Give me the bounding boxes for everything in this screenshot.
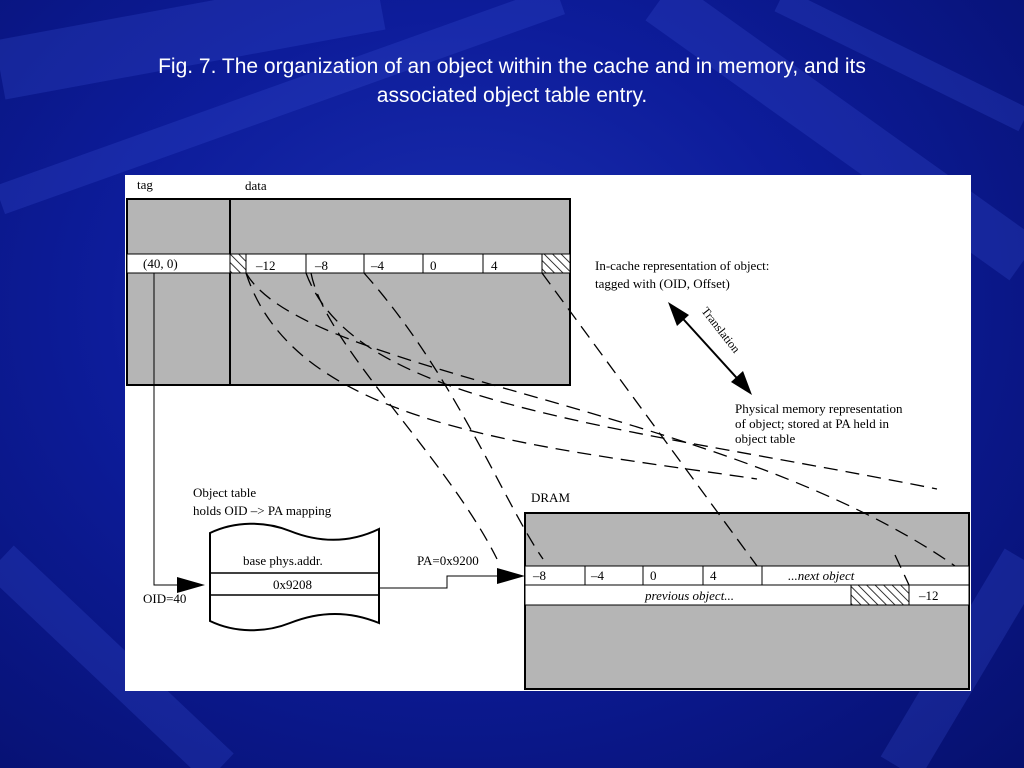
slide-title-line-1: Fig. 7. The organization of an object wi… <box>158 55 866 78</box>
cache-offset-4: 4 <box>491 258 498 273</box>
dram-offset-minus8: –8 <box>532 568 546 583</box>
dram-offset-0: 0 <box>650 568 657 583</box>
pa-arrow <box>379 568 525 589</box>
oid-label: OID=40 <box>143 591 186 606</box>
diagram-canvas: tag data (40, 0) –12 –8 –4 0 4 In-ca <box>126 177 970 690</box>
dram-label: DRAM <box>531 490 570 505</box>
in-cache-label-line-1: In-cache representation of object: <box>595 258 769 273</box>
physical-label-line-3: object table <box>735 431 796 446</box>
slide-title-line-2: associated object table entry. <box>376 84 648 107</box>
cache-tag-header: tag <box>137 177 153 192</box>
oid-arrow <box>153 273 205 593</box>
pa-label: PA=0x9200 <box>417 553 479 568</box>
cache-data-header: data <box>245 178 267 193</box>
cache-offset-minus8: –8 <box>314 258 328 273</box>
translation-arrow <box>668 302 752 395</box>
slide-title: Fig. 7. The organization of an object wi… <box>40 52 984 110</box>
previous-object-label: previous object... <box>644 588 734 603</box>
cache-block <box>126 198 571 386</box>
physical-label-line-1: Physical memory representation <box>735 401 903 416</box>
physical-label-line-2: of object; stored at PA held in <box>735 416 890 431</box>
in-cache-label-line-2: tagged with (OID, Offset) <box>595 276 730 291</box>
object-table-value: 0x9208 <box>273 577 312 592</box>
dram-offset-minus4: –4 <box>590 568 605 583</box>
next-object-label: ...next object <box>788 568 855 583</box>
dram-offset-4: 4 <box>710 568 717 583</box>
mapping-dashed-lines <box>245 272 956 586</box>
dram-offset-minus12: –12 <box>918 588 939 603</box>
object-table-label-line-1: Object table <box>193 485 256 500</box>
dram-block <box>524 512 970 690</box>
cache-offset-0: 0 <box>430 258 437 273</box>
cache-offset-minus12: –12 <box>255 258 276 273</box>
cache-memory-figure: tag data (40, 0) –12 –8 –4 0 4 In-ca <box>125 175 971 691</box>
translation-label: Translation <box>699 304 743 355</box>
cache-tag-value: (40, 0) <box>143 256 178 271</box>
object-table <box>209 522 380 632</box>
object-table-header: base phys.addr. <box>243 553 323 568</box>
object-table-label-line-2: holds OID –> PA mapping <box>193 503 332 518</box>
cache-offset-minus4: –4 <box>370 258 385 273</box>
